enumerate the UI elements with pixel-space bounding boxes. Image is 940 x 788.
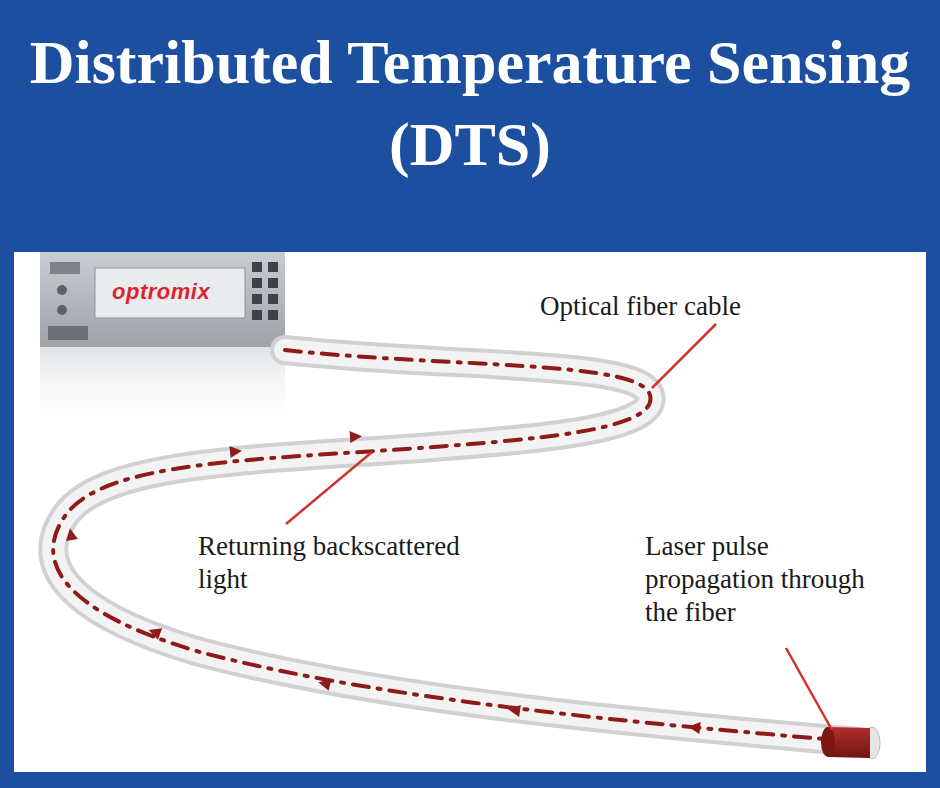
- callout-label: Laser pulse propagation through the fibe…: [645, 530, 873, 629]
- callout-label: Optical fiber cable: [540, 290, 860, 323]
- callout-label: Returning backscattered light: [198, 530, 463, 596]
- dts-device: [40, 252, 285, 427]
- arrowheads: [64, 430, 701, 734]
- fiber-end-cap: [821, 727, 880, 759]
- page-title: Distributed Temperature Sensing (DTS): [20, 22, 920, 186]
- leader-lines: [286, 324, 832, 730]
- brand-logo: optromix: [112, 279, 210, 305]
